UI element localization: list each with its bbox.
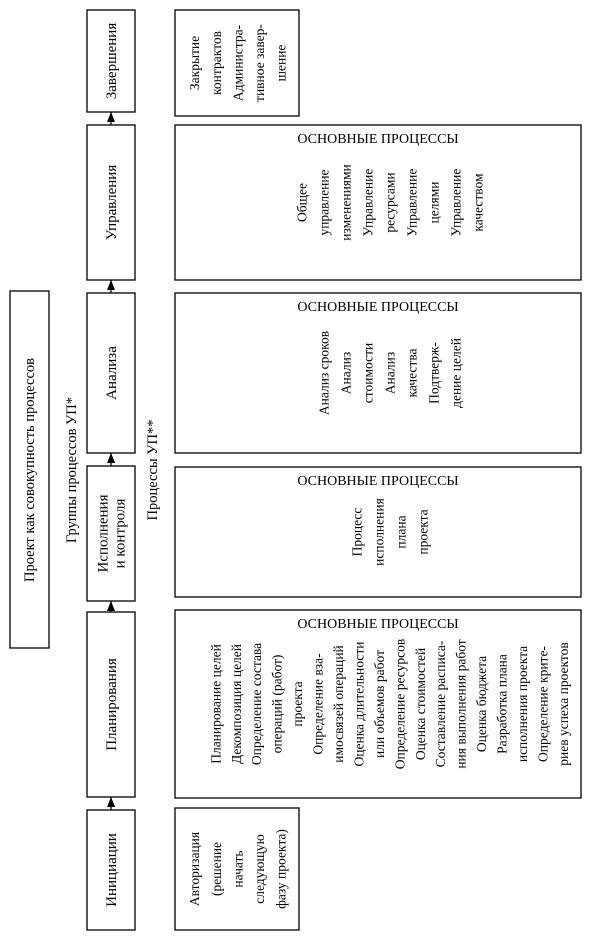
detail-line-closing: Закрытие	[187, 36, 202, 90]
detail-line-control: Управление	[449, 169, 464, 237]
phase-label-execution-1: и контроля	[113, 499, 129, 569]
detail-line-control: ресурсами	[383, 172, 398, 232]
detail-header-analysis: ОСНОВНЫЕ ПРОЦЕССЫ	[297, 300, 458, 315]
detail-header-control: ОСНОВНЫЕ ПРОЦЕССЫ	[297, 132, 458, 147]
phase-box-initiation	[86, 809, 136, 931]
detail-line-initiation: (решение	[209, 842, 224, 896]
detail-line-control: управление	[317, 169, 332, 235]
detail-analysis: ОСНОВНЫЕ ПРОЦЕССЫ Анализ сроков Анализ стои…	[174, 292, 582, 454]
detail-line-analysis: Подтверж-	[427, 342, 442, 404]
phase-label-closing: Завершения	[104, 23, 120, 100]
detail-line-analysis: Анализ	[383, 352, 398, 394]
detail-line-planning: Планирование целей	[208, 644, 223, 764]
detail-line-execution: Процесс	[350, 508, 365, 557]
detail-line-initiation: Авторизация	[187, 832, 202, 906]
detail-line-closing: контрактов	[209, 31, 224, 95]
detail-line-closing: Администра-	[230, 24, 245, 101]
arrow-head	[107, 280, 115, 290]
detail-line-execution: исполнения	[372, 498, 387, 566]
detail-line-closing: тивное завер-	[252, 24, 267, 102]
detail-line-planning: проекта	[290, 681, 305, 726]
detail-line-planning: или объемов работ	[372, 650, 387, 758]
detail-header-execution: ОСНОВНЫЕ ПРОЦЕССЫ	[297, 474, 458, 489]
phase-box-closing	[86, 9, 136, 113]
detail-line-planning: исполнения проекта	[515, 646, 530, 762]
phase-label-initiation: Инициации	[104, 833, 120, 907]
detail-line-control: изменениями	[339, 164, 354, 241]
detail-line-planning: имосвязей операций	[331, 645, 346, 763]
detail-line-analysis: Анализ	[339, 352, 354, 394]
detail-line-planning: Декомпозиция целей	[229, 644, 244, 764]
detail-line-initiation: фазу проекта)	[274, 829, 289, 909]
arrow-head	[107, 112, 115, 122]
detail-line-initiation: следующую	[252, 834, 267, 903]
detail-line-planning: Определение состава	[249, 643, 264, 765]
phase-box-control	[86, 124, 136, 281]
title-box	[9, 290, 50, 649]
detail-line-analysis: Анализ сроков	[317, 331, 332, 415]
phase-box-execution	[86, 465, 136, 602]
arrow-head	[107, 601, 115, 611]
phase-initiation: Инициации	[86, 809, 136, 931]
detail-initiation: Авторизация (решение начать следующую фазу п…	[174, 807, 300, 931]
diagram-title: Проект как совокупность процессов	[22, 358, 38, 582]
detail-line-closing: шение	[274, 45, 289, 82]
detail-line-planning: Оценка бюджета	[474, 656, 489, 752]
detail-line-planning: Разработка плана	[495, 654, 510, 754]
detail-line-execution: плана	[394, 515, 409, 548]
detail-closing: Закрытие контрактов Администра-тивное заве…	[174, 9, 300, 117]
detail-line-control: качеством	[471, 173, 486, 232]
detail-line-analysis: стоимости	[361, 343, 376, 403]
detail-line-planning: Определение вза-	[311, 653, 326, 755]
detail-box-initiation	[174, 807, 300, 931]
detail-header-planning: ОСНОВНЫЕ ПРОЦЕССЫ	[297, 617, 458, 632]
detail-box-control	[174, 124, 582, 281]
detail-line-control: Управление	[361, 169, 376, 237]
phase-control: Управления	[86, 124, 136, 281]
phase-closing: Завершения	[86, 9, 136, 113]
phase-label-planning: Планирования	[104, 658, 120, 751]
arrow-head	[107, 453, 115, 463]
phase-label-control: Управления	[104, 165, 120, 241]
detail-box-closing	[174, 9, 300, 117]
phase-label-execution-0: Исполнения	[96, 494, 112, 572]
detail-line-planning: Определение ресурсов	[392, 639, 407, 769]
phase-label-analysis: Анализа	[104, 346, 120, 400]
detail-line-planning: риев успеха проектов	[556, 642, 571, 766]
processes-label: Процессы УП**	[145, 419, 161, 520]
detail-control: ОСНОВНЫЕ ПРОЦЕССЫ Общее управление изменени…	[174, 124, 582, 281]
phase-box-analysis	[86, 292, 136, 454]
detail-line-execution: проекта	[416, 509, 431, 554]
detail-line-analysis: дение целей	[449, 338, 464, 408]
detail-line-planning: Оценка длительности	[351, 642, 366, 767]
detail-line-control: Управление	[405, 169, 420, 237]
detail-line-planning: Оценка стоимостей	[413, 648, 428, 760]
phase-planning: Планирования	[86, 611, 136, 798]
detail-line-planning: ния выполнения работ	[454, 639, 469, 768]
detail-line-planning: Составление расписа-	[433, 640, 448, 767]
groups-label: Группы процессов УП*	[64, 397, 80, 543]
detail-box-analysis	[174, 292, 582, 454]
detail-line-planning: операций (работ)	[270, 655, 285, 754]
arrow-head	[107, 797, 115, 807]
detail-line-analysis: качества	[405, 348, 420, 397]
phase-analysis: Анализа	[86, 292, 136, 454]
detail-line-initiation: начать	[230, 850, 245, 887]
detail-box-execution	[174, 466, 582, 598]
detail-line-planning: Определение крите-	[535, 646, 550, 762]
detail-planning: ОСНОВНЫЕ ПРОЦЕССЫ Планирование целей Деком…	[174, 609, 582, 799]
detail-box-planning	[174, 609, 582, 799]
detail-line-control: Общее	[295, 183, 310, 222]
detail-line-control: целями	[427, 182, 442, 224]
